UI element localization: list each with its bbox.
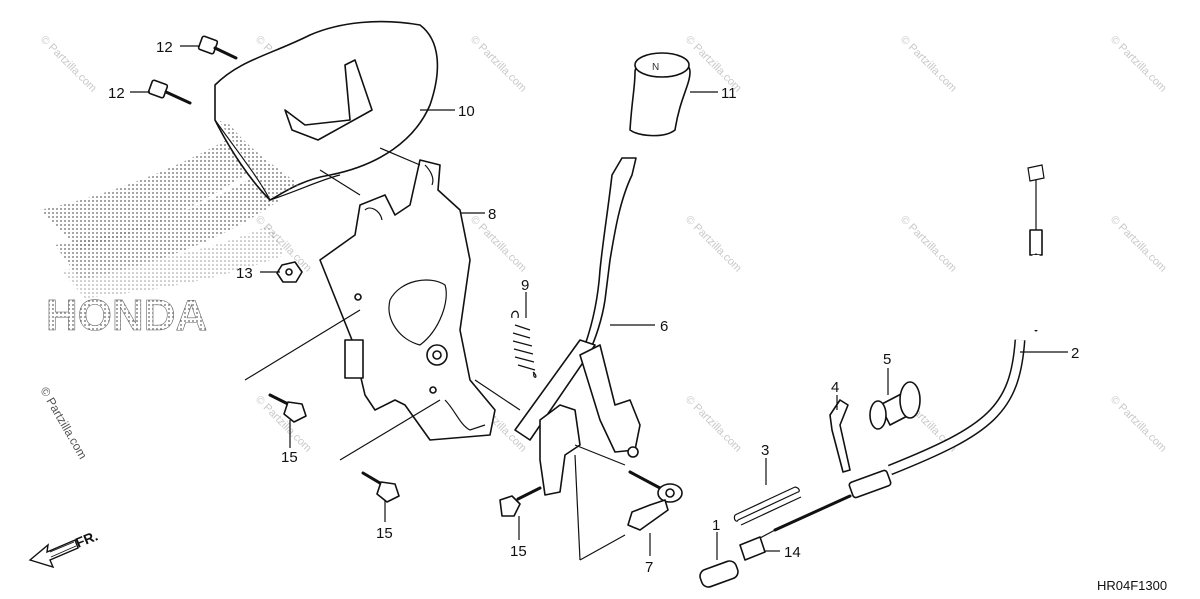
watermark: © Partzilla.com (683, 214, 744, 275)
part-6-shift-lever (514, 157, 641, 496)
part-7-cable-end (627, 470, 683, 531)
part-15-bolt-c (499, 486, 542, 517)
callout-11: 11 (721, 85, 737, 102)
callout-9: 9 (521, 277, 529, 294)
part-15-bolt-b (361, 471, 400, 503)
callout-10: 10 (458, 103, 475, 120)
callout-6: 6 (660, 318, 668, 335)
watermark: © Partzilla.com (468, 214, 529, 275)
part-2-cable (759, 164, 1045, 539)
leader-lines (130, 45, 1068, 561)
callout-12: 12 (108, 85, 125, 102)
honda-logo: HONDA (40, 120, 285, 340)
honda-logo-text: HONDA (46, 291, 207, 340)
part-1-pin (699, 560, 739, 588)
copyright-text: © Partzilla.com (37, 385, 90, 462)
callout-3: 3 (761, 442, 769, 459)
callout-5: 5 (883, 351, 891, 368)
callout-8: 8 (488, 206, 496, 223)
watermark: © Partzilla.com (1108, 394, 1169, 455)
part-12-bolt-b (147, 79, 192, 105)
part-11-shift-knob: N (629, 52, 691, 137)
callout-labels: 12 12 10 11 8 13 9 6 2 5 4 3 15 15 15 7 … (108, 39, 1079, 576)
callout-4: 4 (831, 379, 839, 396)
part-13-nut (276, 261, 303, 283)
diagram-code: HR04F1300 (1097, 578, 1167, 593)
front-arrow: FR. (28, 527, 100, 569)
watermark: © Partzilla.com (1108, 214, 1169, 275)
callout-2: 2 (1071, 345, 1079, 362)
watermark: © Partzilla.com (38, 34, 99, 95)
part-15-bolt-a (268, 393, 307, 423)
watermark: © Partzilla.com (898, 214, 959, 275)
callout-15: 15 (376, 525, 393, 542)
part-3-spring (733, 486, 802, 526)
watermark: © Partzilla.com (468, 34, 529, 95)
callout-12: 12 (156, 39, 173, 56)
part-12-bolt-a (197, 35, 238, 60)
part-14-joint (739, 536, 766, 561)
callout-15: 15 (281, 449, 298, 466)
watermark: © Partzilla.com (898, 34, 959, 95)
callout-14: 14 (784, 544, 801, 561)
part-4-clip (829, 399, 851, 473)
part-5-grommet (869, 381, 921, 430)
callout-13: 13 (236, 265, 253, 282)
callout-1: 1 (712, 517, 720, 534)
part-8-bracket (319, 159, 496, 441)
callout-7: 7 (645, 559, 653, 576)
svg-text:N: N (652, 62, 659, 73)
watermark: © Partzilla.com (1108, 34, 1169, 95)
part-10-cover (214, 20, 439, 201)
callout-15: 15 (510, 543, 527, 560)
front-arrow-label: FR. (73, 527, 100, 550)
watermark: © Partzilla.com (683, 394, 744, 455)
part-9-spring (511, 310, 537, 378)
